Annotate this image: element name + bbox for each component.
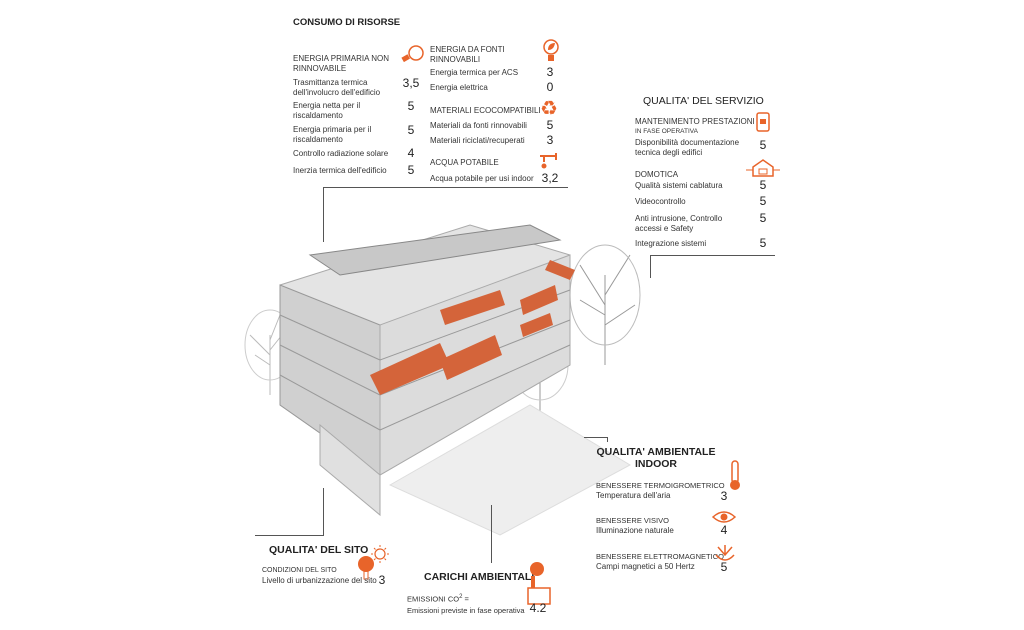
item-value: 5 [759,178,767,192]
group-label: Illuminazione naturale [596,526,674,535]
sito-value: 3 [378,573,386,587]
heading-non-rinnovabile: ENERGIA PRIMARIA NON RINNOVABILE [293,54,390,73]
item-label: Controllo radiazione solare [293,149,389,158]
item-value: 5 [407,123,415,137]
connector-line [323,488,324,535]
item-value: 5 [546,118,554,132]
solar-roof [308,224,562,276]
sito-label: Livello di urbanizzazione del sito [262,576,377,585]
eye-icon [712,511,736,523]
item-label: Anti intrusione, Controllo accessi e Saf… [635,214,723,233]
heading-suffix: = [462,594,469,604]
heading-mantenimento: MANTENIMENTO PRESTAZIONI [635,117,755,126]
section-title-servizio: QUALITA' DEL SERVIZIO [643,95,764,107]
sito-heading: CONDIZIONI DEL SITO [262,567,337,574]
group-value: 4 [720,523,728,537]
factory-emissions-icon [527,562,551,605]
item-label: Qualità sistemi cablatura [635,181,723,190]
floor-slabs [279,289,571,431]
tree-sun-icon [358,545,389,580]
item-value: 3,5 [402,76,420,90]
item-value: 5 [759,194,767,208]
section-title-sito: QUALITA' DEL SITO [269,544,369,556]
heading-rinnovabili: ENERGIA DA FONTI RINNOVABILI [430,45,505,64]
item-label: Materiali riciclati/recuperati [430,136,525,145]
building-illustration [244,224,641,536]
item-label: Trasmittanza termica dell'involucro dell… [293,78,381,97]
connector-line [650,255,651,278]
item-value: 4 [407,146,415,160]
group-label: Campi magnetici a 50 Hertz [596,562,695,571]
heading-text: EMISSIONI CO [407,594,460,604]
item-value: 5 [759,138,767,152]
item-label: Energia netta per il riscaldamento [293,101,361,120]
ground-plane [388,404,632,536]
item-label: Disponibilità documentazione tecnica deg… [635,138,740,157]
connector-line [323,187,568,188]
document-icon [756,112,770,132]
group-value: 5 [720,560,728,574]
electromagnetic-icon [715,545,735,561]
item-label: Energia primaria per il riscaldamento [293,125,372,144]
section-title-indoor: QUALITA' AMBIENTALE INDOOR [596,446,716,470]
item-value: 5 [759,236,767,250]
item-label: Integrazione sistemi [635,239,707,248]
connector-line [584,437,607,438]
subheading-mantenimento: IN FASE OPERATIVA [635,128,698,135]
connector-line [491,505,492,563]
item-label: Videocontrollo [635,197,686,206]
heading-sup: 2 [459,594,463,600]
heading-materiali: MATERIALI ECOCOMPATIBILI [430,106,541,115]
item-label: Energia elettrica [430,83,488,92]
smart-home-icon [746,159,780,177]
item-label: Materiali da fonti rinnovabili [430,121,527,130]
item-value: 5 [759,211,767,225]
recycle-icon: ♻ [540,98,558,120]
orange-shading-panels [370,260,575,395]
connector-line [323,187,324,242]
item-value: 5 [407,99,415,113]
group-value: 3 [720,489,728,503]
item-label: Inerzia termica dell'edificio [293,166,387,175]
faucet-icon [540,153,557,169]
connector-line [607,437,608,442]
carichi-heading: EMISSIONI CO2 = [407,592,469,605]
group-heading: BENESSERE ELETTROMAGNETICO [596,552,724,561]
leaf-bulb-icon [543,39,559,61]
heading-acqua: ACQUA POTABILE [430,158,499,167]
title-line-1: QUALITA' AMBIENTALE [596,446,716,458]
item-value: 3 [546,65,554,79]
carichi-label: Emissioni previste in fase operativa [407,606,525,615]
section-title-carichi: CARICHI AMBIENTALI [424,571,535,583]
group-heading: BENESSERE VISIVO [596,516,669,525]
title-line-2: INDOOR [635,458,677,470]
heading-domotica: DOMOTICA [635,170,679,179]
connector-line [650,255,775,256]
lightbulb-icon [401,45,424,63]
carichi-value: 4.2 [529,601,547,615]
item-value: 3,2 [541,171,559,185]
item-value: 5 [407,163,415,177]
section-title-consumo: CONSUMO DI RISORSE [293,17,401,28]
item-label: Energia termica per ACS [430,68,519,77]
connector-line [255,535,324,536]
item-value: 3 [546,133,554,147]
item-label: Acqua potabile per usi indoor [430,174,534,183]
group-heading: BENESSERE TERMOIGROMETRICO [596,481,725,490]
item-value: 0 [546,80,554,94]
group-label: Temperatura dell'aria [596,491,671,500]
thermometer-icon [730,460,740,490]
